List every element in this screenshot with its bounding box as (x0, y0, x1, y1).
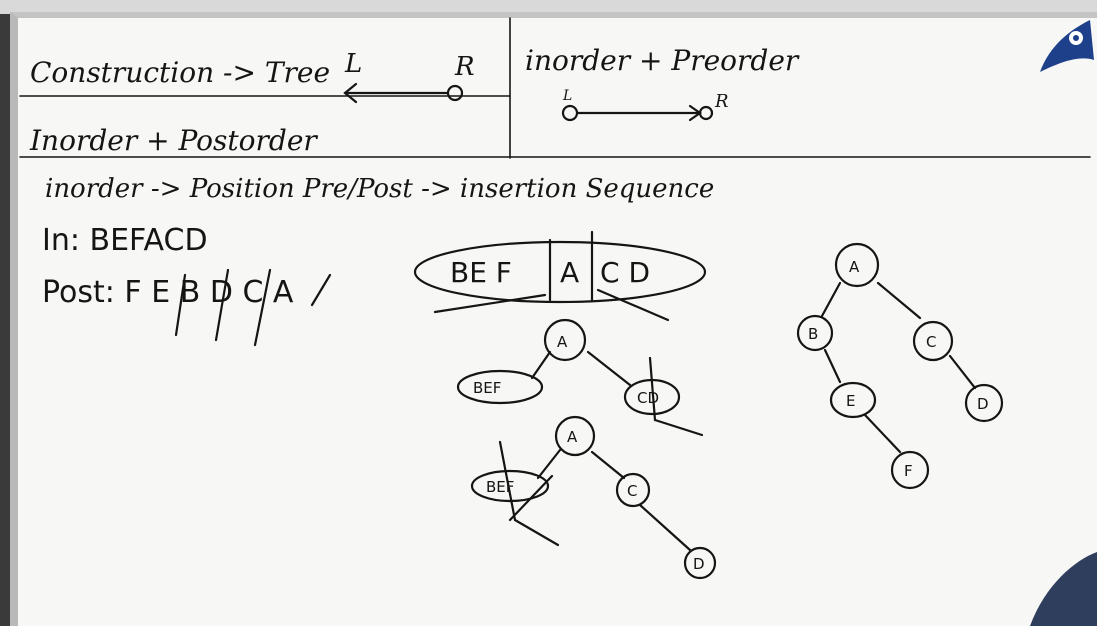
strike-3 (253, 268, 272, 347)
arrow-head-left (343, 82, 358, 104)
final-node-f: F (904, 462, 913, 480)
split-part-left: BE F (450, 256, 512, 289)
step2-root: A (567, 428, 578, 446)
final-node-b: B (808, 325, 818, 343)
strike-1 (174, 273, 187, 337)
label-l: L (344, 49, 362, 79)
logo-icon (1040, 20, 1094, 72)
subheading-inorder-postorder: Inorder + Postorder (29, 124, 318, 157)
tree-step1: A BEF CD (456, 318, 704, 437)
split-part-mid: A (560, 256, 579, 289)
arrow-origin-node (446, 84, 464, 102)
final-node-c: C (926, 333, 936, 351)
label-r: R (454, 52, 475, 82)
split-under-left (433, 293, 547, 314)
step2-right: C (627, 482, 637, 500)
step1-left: BEF (473, 379, 501, 397)
step1-right: CD (637, 389, 659, 407)
heading-construction: Construction -> Tree (30, 56, 330, 89)
postorder-sequence: Post: F E B D C A (42, 275, 294, 310)
small-label-l: L (562, 88, 572, 104)
strike-2 (214, 268, 230, 342)
rule-statement: inorder -> Position Pre/Post -> insertio… (45, 174, 714, 204)
whiteboard (10, 12, 1097, 626)
split-under-right (596, 288, 670, 322)
split-oval (413, 240, 707, 304)
final-node-e: E (846, 392, 855, 410)
arrow2-origin-node (561, 104, 579, 122)
arrow2-target-node (698, 105, 714, 121)
tree-step2: A BEF C D (470, 415, 717, 580)
step1-root: A (557, 333, 568, 351)
presenter-arm (1030, 552, 1097, 626)
inorder-sequence: In: BEFACD (42, 223, 208, 258)
split-part-right: C D (600, 256, 650, 289)
final-node-d: D (977, 395, 989, 413)
tree-final: A B C E D F (796, 242, 1004, 490)
strike-4 (310, 273, 332, 307)
top-strip (0, 0, 1097, 14)
small-label-r: R (714, 91, 729, 112)
step2-right-right: D (693, 555, 705, 573)
final-node-a: A (849, 258, 860, 276)
heading-inorder-preorder: inorder + Preorder (525, 44, 800, 77)
